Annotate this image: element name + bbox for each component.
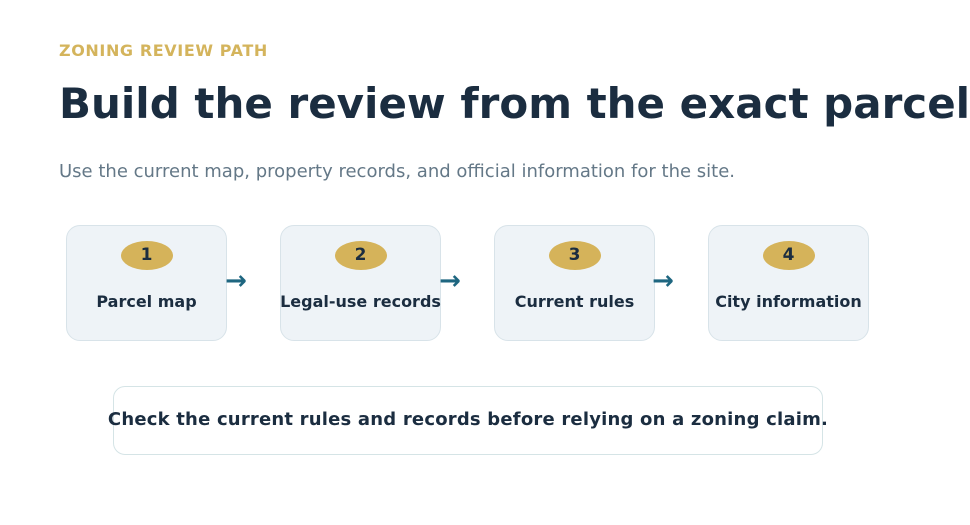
- step-card-legal-use-records: 2 Legal-use records: [280, 225, 441, 341]
- step-label: City information: [715, 292, 862, 311]
- step-number-badge: 1: [120, 241, 173, 270]
- step-card-current-rules: 3 Current rules: [494, 225, 655, 341]
- step-card-city-information: 4 City information: [708, 225, 869, 341]
- step-label: Current rules: [514, 292, 635, 311]
- step-label: Legal-use records: [280, 292, 441, 311]
- step-number-badge: 4: [762, 241, 815, 270]
- callout-note-box: Check the current rules and records befo…: [108, 386, 828, 455]
- eyebrow-label: ZONING REVIEW PATH: [59, 41, 268, 60]
- page-subtitle: Use the current map, property records, a…: [59, 161, 736, 182]
- page-title: Build the review from the exact parcel: [59, 79, 970, 128]
- step-label: Parcel map: [96, 292, 197, 311]
- arrow-right-icon: →: [652, 266, 674, 296]
- step-number-badge: 3: [548, 241, 601, 270]
- arrow-right-icon: →: [439, 266, 461, 296]
- step-number-badge: 2: [334, 241, 387, 270]
- arrow-right-icon: →: [225, 266, 247, 296]
- step-card-parcel-map: 1 Parcel map: [66, 225, 227, 341]
- callout-note-text: Check the current rules and records befo…: [107, 409, 829, 430]
